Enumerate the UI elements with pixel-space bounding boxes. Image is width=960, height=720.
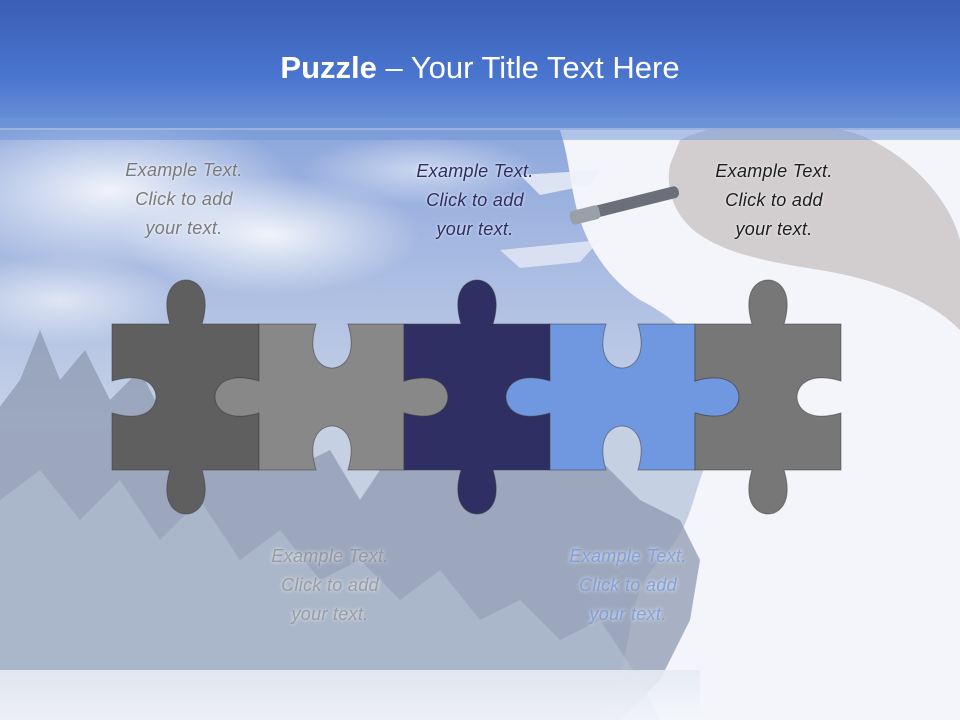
title-bold: Puzzle xyxy=(280,50,377,85)
caption-line: Click to add xyxy=(135,189,233,209)
title-rest: – Your Title Text Here xyxy=(376,50,680,85)
caption-4[interactable]: Example Text. Click to add your text. xyxy=(538,542,718,629)
caption-line: Click to add xyxy=(426,190,524,210)
caption-line: your text. xyxy=(145,218,223,238)
caption-line: Click to add xyxy=(281,575,379,595)
puzzle-piece-icon[interactable] xyxy=(694,279,842,515)
caption-3[interactable]: Example Text. Click to add your text. xyxy=(385,157,565,244)
caption-line: your text. xyxy=(589,604,667,624)
caption-2[interactable]: Example Text. Click to add your text. xyxy=(240,542,420,629)
caption-line: Example Text. xyxy=(715,161,833,181)
caption-line: Example Text. xyxy=(271,546,389,566)
caption-line: your text. xyxy=(436,219,514,239)
caption-line: Click to add xyxy=(725,190,823,210)
caption-line: your text. xyxy=(291,604,369,624)
caption-1[interactable]: Example Text. Click to add your text. xyxy=(94,156,274,243)
caption-line: Example Text. xyxy=(125,160,243,180)
caption-line: Example Text. xyxy=(569,546,687,566)
caption-5[interactable]: Example Text. Click to add your text. xyxy=(684,157,864,244)
caption-line: Click to add xyxy=(579,575,677,595)
paintbrush-icon xyxy=(569,122,960,331)
slide-title[interactable]: Puzzle – Your Title Text Here xyxy=(0,50,960,86)
caption-line: your text. xyxy=(735,219,813,239)
caption-line: Example Text. xyxy=(416,161,534,181)
